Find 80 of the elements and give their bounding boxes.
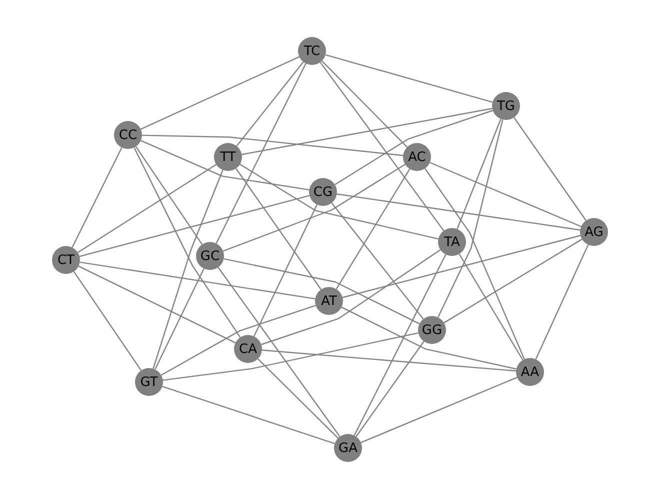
- node-label: CA: [239, 342, 257, 356]
- edge-line: [437, 119, 504, 318]
- edge-line: [240, 164, 439, 240]
- edge-line: [354, 254, 446, 436]
- edge-line: [242, 108, 492, 156]
- node-circle: [135, 368, 163, 396]
- edge-line: [73, 271, 142, 371]
- edge-line: [79, 195, 310, 257]
- node-circle: [315, 287, 343, 315]
- edge-line: [77, 164, 217, 253]
- edge-line: [424, 168, 525, 360]
- node-label: CC: [118, 128, 138, 142]
- node-circle: [309, 178, 337, 206]
- edge-line: [253, 204, 318, 337]
- edge-line: [80, 262, 316, 300]
- edge-line: [222, 164, 406, 252]
- edge-line: [331, 202, 424, 320]
- edge-line: [341, 306, 516, 370]
- edge-line: [356, 341, 424, 437]
- node-label: AT: [321, 294, 337, 308]
- edge-line: [236, 62, 304, 146]
- edge-line: [514, 117, 586, 221]
- edge-line: [160, 304, 316, 376]
- edge-line: [216, 63, 306, 244]
- edge-line: [430, 162, 582, 228]
- node-label: CT: [57, 254, 75, 266]
- edge-line: [224, 258, 420, 324]
- edge-line: [336, 193, 580, 231]
- edge-line: [458, 254, 524, 360]
- edge-line: [72, 147, 122, 248]
- edge-line: [78, 266, 236, 344]
- node-label: GC: [200, 250, 220, 262]
- edge-line: [320, 62, 444, 232]
- node-circle: [418, 316, 446, 344]
- node-label: AG: [584, 226, 604, 238]
- edge-line: [342, 234, 581, 298]
- node-label: TA: [444, 236, 460, 248]
- node-circle: [298, 37, 326, 65]
- node-label: GT: [140, 376, 158, 388]
- node-circle: [492, 92, 520, 120]
- edge-line: [444, 238, 582, 324]
- edge-line: [535, 244, 589, 360]
- edge-line: [321, 60, 408, 148]
- node-label: AA: [520, 366, 540, 378]
- node-label: AC: [408, 150, 426, 164]
- node-circle: [403, 143, 431, 171]
- node-label: TC: [304, 44, 320, 58]
- edge-line: [334, 110, 493, 186]
- edge-line: [142, 134, 404, 156]
- edge-line: [135, 146, 203, 245]
- node-circle: [580, 218, 608, 246]
- edge-line: [261, 249, 441, 346]
- edge-line: [218, 267, 340, 437]
- edge-line: [154, 268, 204, 370]
- node-circle: [438, 228, 466, 256]
- node-circle: [334, 434, 362, 462]
- edge-line: [456, 118, 502, 230]
- node-label: GG: [422, 324, 442, 336]
- node-label: GA: [338, 442, 358, 454]
- edge-line: [262, 350, 516, 372]
- edge-line: [140, 56, 300, 130]
- edge-line: [360, 376, 518, 444]
- edge-line: [162, 332, 418, 381]
- node-label: TG: [496, 100, 515, 112]
- node-circle: [214, 143, 242, 171]
- edge-line: [236, 168, 322, 290]
- node-circle: [234, 335, 262, 363]
- node-label: TT: [220, 150, 236, 164]
- node-circle: [114, 121, 142, 149]
- node-circle: [516, 358, 544, 386]
- edge-line: [162, 386, 335, 444]
- node-circle: [196, 242, 224, 270]
- edge-line: [257, 358, 339, 439]
- node-label: CG: [313, 186, 333, 198]
- edge-line: [140, 140, 310, 190]
- edge-line: [336, 168, 410, 290]
- edge-line: [325, 54, 493, 103]
- edge-line: [152, 170, 224, 369]
- node-circle: [52, 246, 80, 274]
- edge-line: [134, 147, 241, 338]
